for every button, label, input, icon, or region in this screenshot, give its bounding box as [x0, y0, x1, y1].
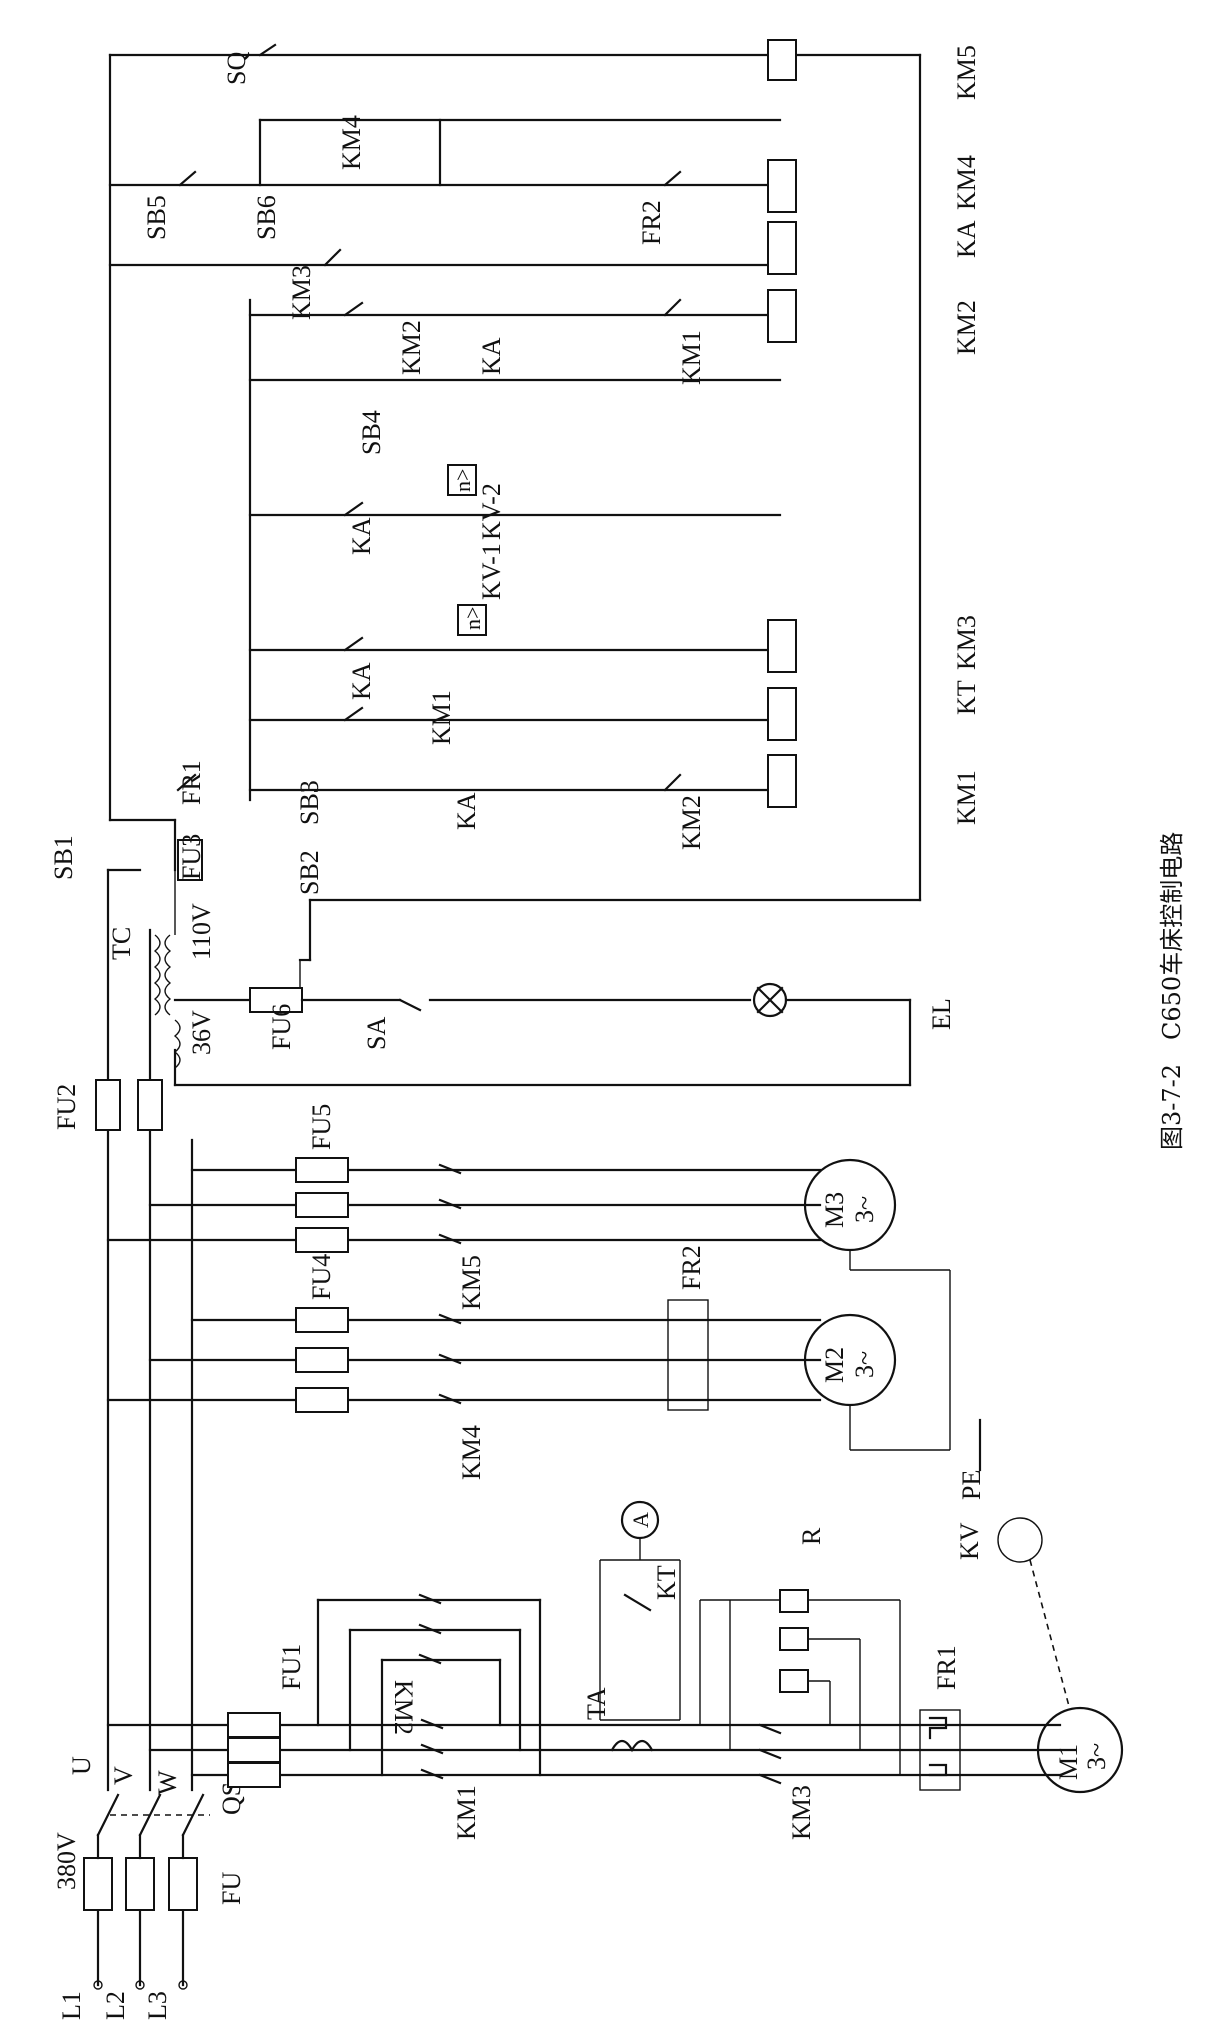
fu6-label: FU6: [267, 1004, 296, 1050]
supply-section: [83, 868, 400, 1990]
coil-label-kt: KT: [952, 680, 981, 715]
coil-label-km5: KM5: [952, 45, 981, 100]
coil-label-ka: KA: [952, 220, 981, 258]
km2-interlock-label: KM2: [677, 795, 706, 850]
coil-label-km2: KM2: [952, 300, 981, 355]
fr1-control-label: FR1: [177, 760, 206, 805]
kv1-label: KV-1: [477, 543, 506, 600]
sa-label: SA: [362, 1017, 391, 1050]
m1-type-label: 3~: [1082, 1743, 1111, 1770]
fu4-label: FU4: [307, 1254, 336, 1300]
kv-power-label: KV: [955, 1522, 984, 1560]
m2-m3-circuit: [106, 1157, 982, 1472]
km4-contact-label: KM4: [337, 115, 366, 170]
sb4-label: SB4: [357, 410, 386, 455]
control-rungs: [108, 39, 797, 881]
km3-contact-label: KM3: [287, 265, 316, 320]
km5-power-label: KM5: [457, 1255, 486, 1310]
sb1-label: SB1: [49, 835, 78, 880]
ammeter-label: A: [628, 1512, 653, 1528]
m2-label: M2: [820, 1347, 849, 1383]
km3-power-label: KM3: [787, 1785, 816, 1840]
km1-contact-label: KM1: [427, 690, 456, 745]
km1-interlock-label: KM1: [677, 330, 706, 385]
coil-label-km1: KM1: [952, 770, 981, 825]
km2-contact-label: KM2: [397, 320, 426, 375]
km4-power-label: KM4: [457, 1425, 486, 1480]
sb6-label: SB6: [252, 195, 281, 240]
phase-u-label: U: [67, 1756, 96, 1775]
sb5-label: SB5: [142, 195, 171, 240]
fu2-label: FU2: [52, 1084, 81, 1130]
km1-power-label: KM1: [452, 1785, 481, 1840]
sb3-label: SB3: [295, 780, 324, 825]
fr2-power-label: FR2: [677, 1245, 706, 1290]
line-l2-label: L2: [101, 1991, 130, 2020]
ka-contact-label-4: KA: [477, 337, 506, 375]
n-symbol-1: n>: [460, 607, 485, 630]
resistor-label: R: [797, 1527, 826, 1545]
v36-label: 36V: [187, 1010, 216, 1055]
ka-contact-label-1: KA: [452, 792, 481, 830]
m3-type-label: 3~: [850, 1196, 879, 1223]
fu1-label: FU1: [277, 1644, 306, 1690]
km2-power-label: KM2: [389, 1680, 418, 1735]
supply-fuse-label: FU: [217, 1872, 246, 1905]
m1-label: M1: [1054, 1744, 1083, 1780]
line-l1-label: L1: [57, 1991, 86, 2020]
phase-v-label: V: [109, 1766, 138, 1785]
sq-label: SQ: [222, 52, 251, 85]
el-label: EL: [927, 998, 956, 1030]
m1-main-circuit: [106, 1500, 1124, 1794]
n-symbol-2: n>: [450, 469, 475, 492]
ka-contact-label-2: KA: [347, 662, 376, 700]
pe-label: PE: [957, 1470, 986, 1500]
ta-label: TA: [582, 1687, 611, 1720]
coil-label-km3: KM3: [952, 615, 981, 670]
figure-caption: 图3-7-2 C650车床控制电路: [1158, 832, 1186, 1150]
coil-label-km4: KM4: [952, 155, 981, 210]
phase-w-label: W: [153, 1770, 182, 1795]
m3-label: M3: [820, 1192, 849, 1228]
control-supply: [95, 53, 922, 1131]
tc-label: TC: [107, 927, 136, 960]
fr2-control-label: FR2: [637, 200, 666, 245]
line-l3-label: L3: [143, 1991, 172, 2020]
fr1-power-label: FR1: [932, 1645, 961, 1690]
ka-contact-label-3: KA: [347, 517, 376, 555]
supply-voltage-label: 380V: [52, 1832, 81, 1890]
kt-power-label: KT: [652, 1565, 681, 1600]
m2-type-label: 3~: [850, 1351, 879, 1378]
fu3-label: FU3: [177, 834, 206, 880]
sb2-label: SB2: [295, 850, 324, 895]
kv2-label: KV-2: [477, 483, 506, 540]
fu5-label: FU5: [307, 1104, 336, 1150]
v110-label: 110V: [187, 903, 216, 960]
